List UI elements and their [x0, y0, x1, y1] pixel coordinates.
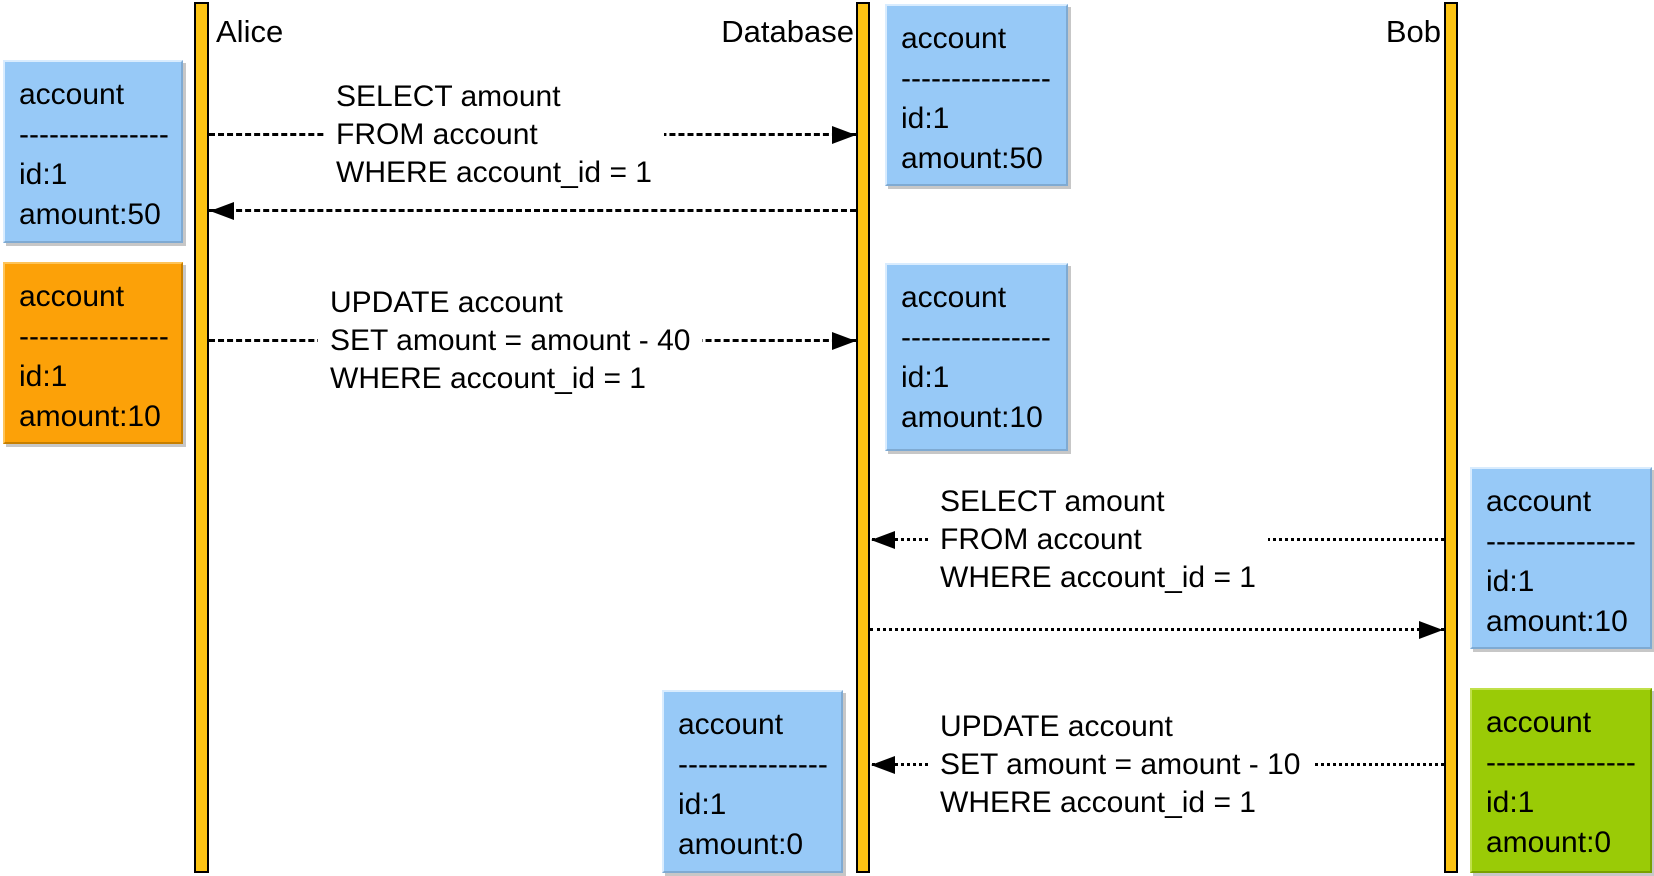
state-box-database-amount-10: account --------------- id:1 amount:10: [885, 263, 1068, 451]
state-box-field: amount:0: [678, 828, 804, 861]
state-box-field: id:1: [901, 361, 950, 394]
state-box-field: id:1: [19, 360, 68, 393]
separator-dashes: ---------------: [1486, 746, 1636, 779]
state-box-database-amount-0: account --------------- id:1 amount:0: [662, 690, 843, 873]
message-text-line: SET amount = amount - 40: [330, 324, 691, 357]
state-box-field: id:1: [19, 158, 68, 191]
state-box-database-amount-50: account --------------- id:1 amount:50: [885, 4, 1068, 186]
state-box-field: id:1: [1486, 565, 1535, 598]
state-box-bob-amount-10: account --------------- id:1 amount:10: [1470, 467, 1652, 649]
message-text-line: UPDATE account: [940, 710, 1173, 743]
separator-dashes: ---------------: [901, 321, 1051, 354]
message-text: UPDATE account SET amount = amount - 40 …: [318, 284, 703, 398]
arrowhead-right-icon: [832, 126, 856, 144]
state-box-field: amount:50: [901, 142, 1043, 175]
arrowhead-left-icon: [871, 531, 895, 549]
lifeline-bob: [1444, 2, 1458, 873]
state-box-alice-amount-10: account --------------- id:1 amount:10: [3, 262, 183, 444]
state-box-title: account: [678, 708, 784, 741]
message-text-line: SELECT amount: [940, 485, 1165, 518]
arrowhead-left-icon: [210, 202, 234, 220]
message-text: SELECT amount FROM account WHERE account…: [324, 78, 664, 192]
actor-label-bob: Bob: [1385, 14, 1441, 49]
separator-dashes: ---------------: [19, 118, 169, 151]
state-box-title: account: [19, 78, 125, 111]
message-text: SELECT amount FROM account WHERE account…: [928, 483, 1268, 597]
state-box-field: id:1: [678, 788, 727, 821]
state-box-title: account: [901, 22, 1007, 55]
actor-label-alice: Alice: [216, 14, 284, 49]
arrowhead-right-icon: [832, 332, 856, 350]
state-box-title: account: [1486, 485, 1592, 518]
message-text-line: WHERE account_id = 1: [940, 561, 1256, 594]
state-box-alice-amount-50: account --------------- id:1 amount:50: [3, 60, 183, 243]
separator-dashes: ---------------: [901, 62, 1051, 95]
state-box-title: account: [901, 281, 1007, 314]
state-box-bob-amount-0: account --------------- id:1 amount:0: [1470, 688, 1652, 873]
state-box-field: amount:10: [1486, 605, 1628, 638]
lifeline-database: [856, 2, 870, 873]
message-text-line: FROM account: [940, 523, 1142, 556]
separator-dashes: ---------------: [1486, 525, 1636, 558]
message-text: UPDATE account SET amount = amount - 10 …: [928, 708, 1313, 822]
arrowhead-right-icon: [1419, 621, 1443, 639]
state-box-title: account: [19, 280, 125, 313]
state-box-field: id:1: [1486, 786, 1535, 819]
lifeline-alice: [194, 2, 209, 873]
state-box-field: amount:0: [1486, 826, 1612, 859]
message-text-line: WHERE account_id = 1: [940, 786, 1256, 819]
separator-dashes: ---------------: [19, 320, 169, 353]
message-text-line: SET amount = amount - 10: [940, 748, 1301, 781]
state-box-field: id:1: [901, 102, 950, 135]
state-box-field: amount:50: [19, 198, 161, 231]
message-line: [870, 628, 1444, 631]
message-text-line: FROM account: [336, 118, 538, 151]
arrowhead-left-icon: [871, 756, 895, 774]
message-text-line: WHERE account_id = 1: [330, 362, 646, 395]
actor-label-database: Database: [721, 14, 854, 49]
message-text-line: SELECT amount: [336, 80, 561, 113]
message-text-line: WHERE account_id = 1: [336, 156, 652, 189]
message-line: [209, 209, 856, 212]
state-box-field: amount:10: [901, 401, 1043, 434]
message-text-line: UPDATE account: [330, 286, 563, 319]
state-box-title: account: [1486, 706, 1592, 739]
state-box-field: amount:10: [19, 400, 161, 433]
separator-dashes: ---------------: [678, 748, 828, 781]
